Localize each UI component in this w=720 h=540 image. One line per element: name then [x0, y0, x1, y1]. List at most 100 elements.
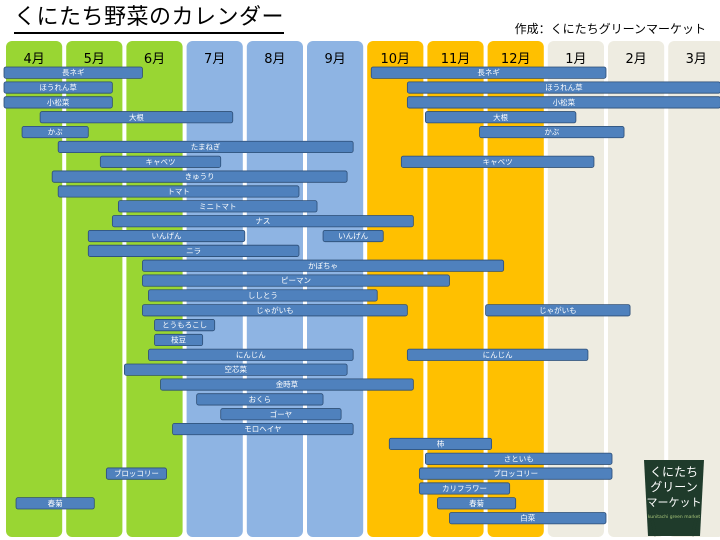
vegetable-bar: かぼちゃ: [142, 259, 505, 272]
vegetable-bar: じゃがいも: [485, 304, 631, 317]
vegetable-bar-label: ニラ: [186, 246, 201, 255]
vegetable-bar: ミニトマト: [117, 200, 318, 213]
vegetable-bar-rect: [406, 81, 720, 94]
vegetable-bar: ゴーヤ: [220, 408, 342, 421]
vegetable-bar: モロヘイヤ: [172, 422, 354, 436]
vegetable-bar: ししとう: [148, 289, 378, 302]
vegetable-bar-label: 春菊: [48, 498, 63, 508]
vegetable-bar: 小松菜: [3, 96, 113, 109]
vegetable-bar-label: 柿: [437, 438, 445, 448]
vegetable-bar-label: じゃがいも: [256, 305, 294, 315]
vegetable-bar-rect: [99, 155, 222, 168]
vegetable-bar: 枝豆: [154, 333, 204, 347]
vegetable-bar-label: 小松菜: [553, 97, 576, 107]
month-label: 5月: [84, 52, 105, 67]
page-title: くにたち野菜のカレンダー: [14, 5, 285, 34]
vegetable-bar-label: ピーマン: [281, 276, 311, 285]
vegetable-bar: にんじん: [148, 348, 354, 361]
vegetable-bar: 柿: [388, 437, 493, 451]
vegetable-bar-rect: [449, 512, 607, 525]
vegetable-bar: いんげん: [87, 229, 246, 243]
vegetable-bar-rect: [154, 319, 216, 332]
vegetable-bar: カリフラワー: [418, 482, 511, 495]
vegetable-bar-rect: [406, 96, 720, 109]
vegetable-bar: おくら: [196, 393, 324, 406]
vegetable-bar-label: おくら: [249, 395, 272, 404]
vegetable-bar: たまねぎ: [57, 140, 354, 154]
vegetable-bar-rect: [160, 378, 414, 391]
vegetable-bar-rect: [87, 244, 300, 257]
vegetable-bar-label: キャベツ: [146, 157, 176, 166]
vegetable-bar-label: 金時草: [276, 379, 299, 389]
vegetable-bar: 金時草: [160, 378, 414, 391]
vegetable-bar-rect: [3, 66, 143, 79]
logo-line-2: グリーン: [650, 480, 697, 494]
vegetable-bar-label: かぶ: [48, 128, 63, 137]
vegetable-bar-label: いんげん: [152, 232, 182, 241]
vegetable-bar-rect: [370, 66, 607, 79]
vegetable-bar-rect: [424, 452, 613, 465]
vegetable-bar-rect: [406, 348, 589, 361]
month-label: 12月: [501, 52, 531, 67]
vegetable-bar-label: 小松菜: [47, 97, 70, 107]
vegetable-bar-rect: [51, 170, 348, 183]
vegetable-bar-label: 白菜: [520, 513, 535, 523]
vegetable-bar-rect: [39, 111, 234, 124]
month-column-5: [246, 41, 303, 537]
vegetable-bar-rect: [142, 274, 450, 287]
month-label: 1月: [565, 52, 586, 67]
vegetable-bar-rect: [87, 229, 246, 243]
vegetable-bar: ナス: [111, 215, 414, 228]
month-label: 9月: [324, 52, 345, 67]
vegetable-bar-label: ブロッコリー: [493, 468, 538, 478]
vegetable-bar: 春菊: [437, 497, 517, 510]
month-label: 2月: [625, 52, 646, 67]
month-column-6: [307, 41, 364, 537]
vegetable-bar-label: とうもろこし: [162, 321, 207, 330]
vegetable-bar-rect: [111, 215, 414, 228]
vegetable-bar: きゅうり: [51, 170, 348, 183]
month-label: 6月: [144, 52, 165, 67]
vegetable-bar-label: かぼちゃ: [308, 261, 338, 270]
vegetable-bar: さといも: [424, 452, 613, 465]
month-label: 4月: [23, 52, 44, 67]
vegetable-bar: かぶ: [21, 126, 89, 139]
vegetable-bar-label: ほうれん草: [39, 82, 77, 92]
vegetable-bar: 長ネギ: [3, 66, 143, 79]
month-label: 3月: [686, 52, 707, 67]
vegetable-bar-label: じゃがいも: [539, 305, 577, 315]
month-column-12: [668, 41, 720, 537]
vegetable-bar: 春菊: [15, 497, 95, 510]
month-label: 7月: [204, 52, 225, 67]
vegetable-bar-label: かぶ: [544, 128, 559, 137]
vegetable-bar-label: さといも: [504, 454, 534, 463]
vegetable-bar-label: 大根: [493, 112, 508, 122]
vegetable-bar-label: いんげん: [338, 232, 368, 241]
vegetable-bar: 長ネギ: [370, 66, 607, 79]
vegetable-bar: ピーマン: [142, 274, 450, 287]
vegetable-bar-label: 空芯菜: [225, 364, 248, 374]
vegetable-bar: 大根: [39, 111, 234, 124]
vegetable-bar-rect: [117, 200, 318, 213]
vegetable-bar-rect: [15, 497, 95, 510]
vegetable-bar-label: ミニトマト: [199, 202, 237, 211]
vegetable-bar-label: 長ネギ: [62, 68, 85, 77]
vegetable-bar: ブロッコリー: [418, 467, 613, 480]
vegetable-bar-rect: [479, 126, 625, 139]
logo-tagline: kunitachi green market: [648, 514, 701, 520]
vegetable-bar: にんじん: [406, 348, 589, 361]
vegetable-bar-rect: [3, 96, 113, 109]
author-credit: 作成：くにたちグリーンマーケット: [514, 22, 706, 36]
vegetable-bar-label: きゅうり: [185, 172, 215, 181]
vegetable-bar: 空芯菜: [124, 363, 348, 376]
vegetable-bar-label: たまねぎ: [191, 141, 221, 151]
logo-line-3: マーケット: [647, 496, 702, 509]
vegetable-bar: とうもろこし: [154, 319, 216, 332]
vegetable-bar-rect: [172, 422, 354, 436]
vegetable-bar: キャベツ: [400, 155, 595, 168]
vegetable-bar-label: ほうれん草: [545, 82, 583, 92]
vegetable-bar-rect: [322, 229, 384, 243]
vegetable-bar-rect: [142, 304, 408, 317]
vegetable-bar-rect: [3, 81, 113, 94]
